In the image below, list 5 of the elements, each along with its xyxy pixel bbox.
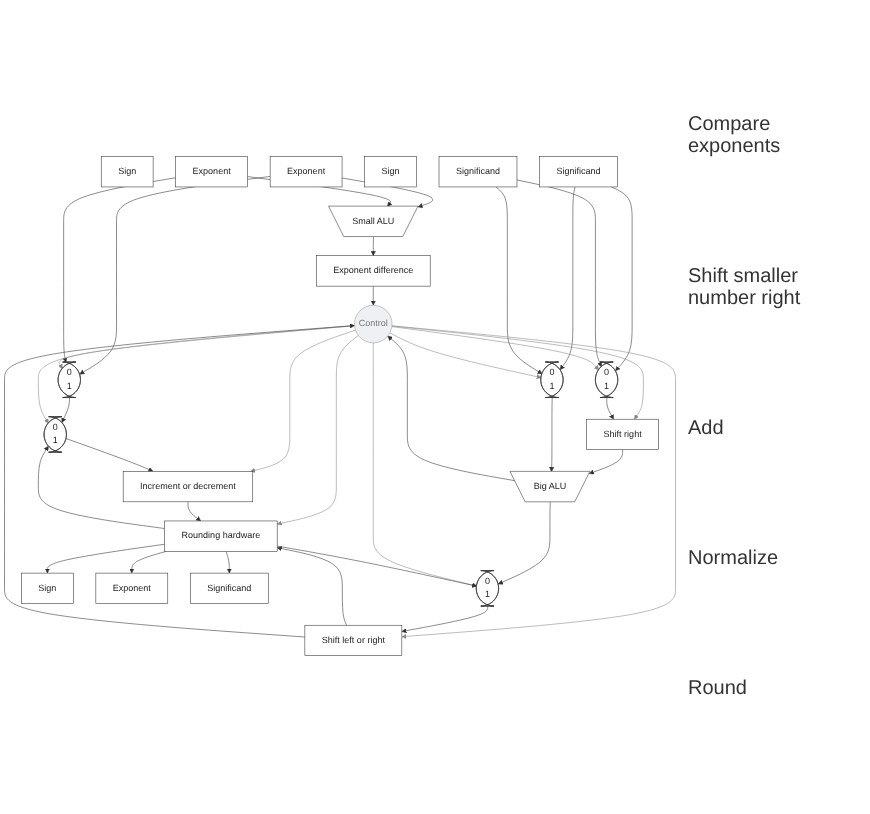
- stage-label: Shift smaller number right: [688, 266, 803, 310]
- stage-label: Add: [688, 418, 726, 440]
- stage-label: Round: [688, 678, 749, 700]
- stage-label: Compare exponents: [688, 114, 783, 158]
- stage-label: Normalize: [688, 548, 781, 570]
